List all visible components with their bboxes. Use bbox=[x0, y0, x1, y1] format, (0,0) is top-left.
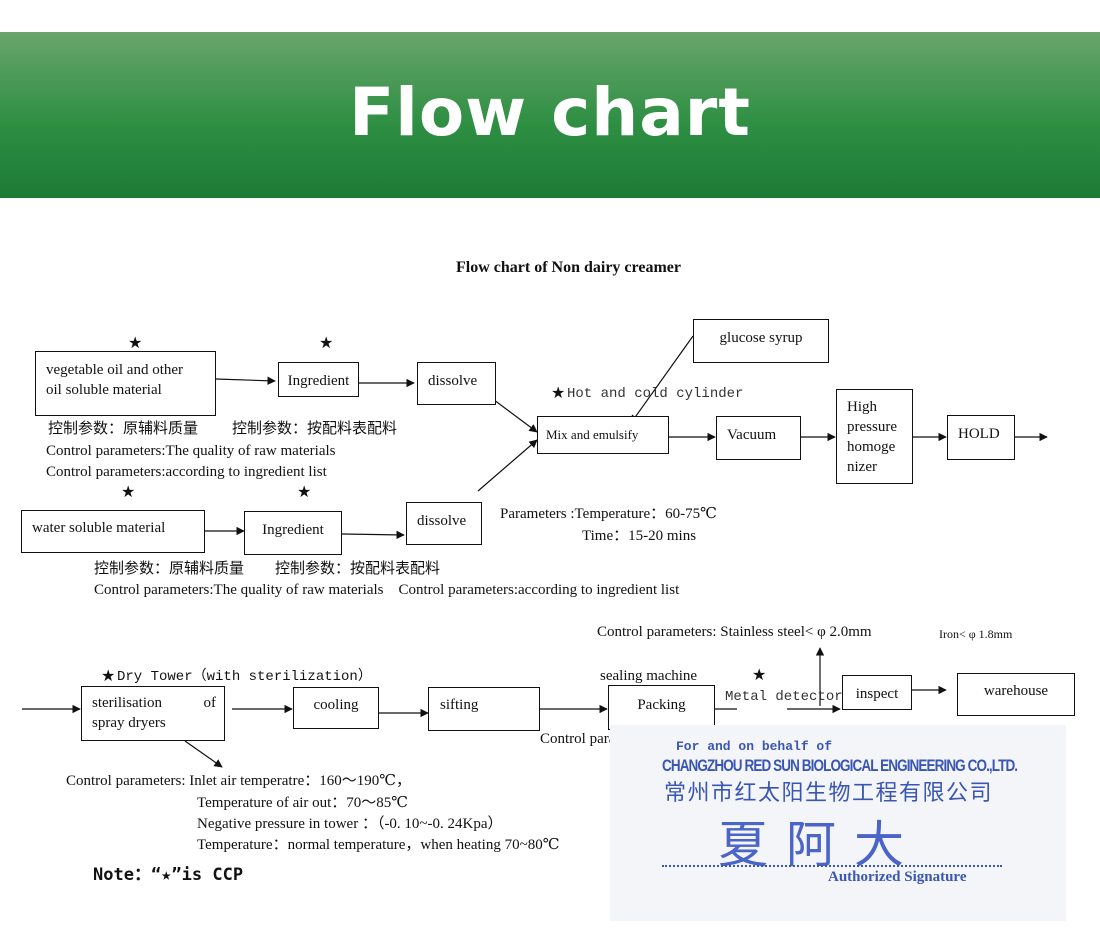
node-glucose-syrup: glucose syrup bbox=[693, 319, 829, 363]
control-params-ingredient-list: Control parameters:according to ingredie… bbox=[46, 464, 327, 480]
inlet-air-params: Control parameters: Inlet air temperatre… bbox=[66, 773, 412, 789]
dry-tower-label: Dry Tower（with sterilization） bbox=[117, 667, 372, 686]
arrow-glucose-to-mix bbox=[630, 335, 694, 424]
control-params-raw-materials: Control parameters:The quality of raw ma… bbox=[46, 443, 336, 459]
stainless-steel-params: Control parameters: Stainless steel< φ 2… bbox=[597, 624, 872, 640]
node-ingredient-1: Ingredient bbox=[278, 362, 359, 397]
ccp-star-icon: ★ bbox=[551, 383, 566, 402]
node-sterilisation: sterilisation of spray dryers bbox=[81, 686, 225, 741]
node-label: spray dryers bbox=[92, 715, 166, 731]
header-banner bbox=[0, 32, 1100, 198]
stamp-line-1: For and on behalf of bbox=[676, 739, 833, 754]
iron-params: Iron< φ 1.8mm bbox=[939, 627, 1013, 641]
company-stamp: For and on behalf of CHANGZHOU RED SUN B… bbox=[610, 725, 1066, 921]
arrow-oil-to-ingredient bbox=[215, 376, 276, 385]
control-params-cn: 控制参数：按配料表配料 bbox=[232, 421, 398, 437]
ccp-star-icon: ★ bbox=[752, 665, 767, 684]
stamp-dotted-line bbox=[662, 865, 1002, 867]
node-label: oil soluble material bbox=[46, 382, 162, 398]
node-warehouse: warehouse bbox=[957, 673, 1075, 716]
node-label: vegetable oil and other bbox=[46, 362, 184, 378]
stamp-footer: Authorized Signature bbox=[828, 869, 967, 885]
node-label: High bbox=[847, 399, 877, 415]
page-title: Flow chart bbox=[349, 74, 751, 151]
control-params-cn: 控制参数：原辅料质量 bbox=[94, 561, 245, 577]
arrow-sterilisation-to-params bbox=[184, 740, 223, 768]
hot-cold-cylinder-label: Hot and cold cylinder bbox=[567, 386, 744, 402]
ccp-star-icon: ★ bbox=[121, 482, 136, 501]
node-label: nizer bbox=[847, 459, 877, 475]
node-high-pressure-homogenizer: High pressure homoge nizer bbox=[836, 389, 913, 484]
node-label: sterilisation of bbox=[92, 695, 216, 711]
control-params-row2: Control parameters:The quality of raw ma… bbox=[94, 582, 680, 598]
node-sifting: sifting bbox=[428, 687, 540, 731]
ccp-star-icon: ★ bbox=[101, 666, 116, 685]
node-ingredient-2: Ingredient bbox=[244, 511, 342, 555]
node-dissolve-1: dissolve bbox=[417, 362, 496, 405]
control-params-cn: 控制参数：原辅料质量 bbox=[48, 421, 199, 437]
node-packing: Packing bbox=[608, 685, 715, 730]
dry-tower-text: Dry Tower（with sterilization） bbox=[117, 669, 372, 685]
node-dissolve-2: dissolve bbox=[406, 502, 482, 545]
mix-parameters-time: Time：15-20 mins bbox=[582, 528, 697, 544]
stamp-company-cn: 常州市红太阳生物工程有限公司 bbox=[664, 781, 994, 806]
ccp-star-icon: ★ bbox=[128, 333, 143, 352]
stamp-company-en: CHANGZHOU RED SUN BIOLOGICAL ENGINEERING… bbox=[662, 756, 1018, 775]
node-vacuum: Vacuum bbox=[716, 416, 801, 460]
diagram-title: Flow chart of Non dairy creamer bbox=[456, 259, 681, 276]
air-out-params: Temperature of air out：70～85℃ bbox=[197, 795, 409, 811]
arrow-ingredient2-to-dissolve2 bbox=[341, 530, 405, 540]
node-label: homoge bbox=[847, 439, 896, 455]
node-cooling: cooling bbox=[293, 687, 379, 729]
node-water-soluble: water soluble material bbox=[21, 510, 205, 553]
sealing-machine-label: sealing machine bbox=[600, 668, 698, 684]
signature: 夏阿大 bbox=[718, 816, 922, 874]
negative-pressure-params: Negative pressure in tower ：（-0. 10~-0. … bbox=[197, 816, 503, 832]
control-params-cn: 控制参数：按配料表配料 bbox=[275, 561, 441, 577]
node-inspect: inspect bbox=[842, 675, 912, 710]
ccp-star-icon: ★ bbox=[297, 482, 312, 501]
node-label: pressure bbox=[847, 419, 897, 435]
node-mix-emulsify: Mix and emulsify bbox=[537, 416, 669, 454]
metal-detector-label: Metal detector bbox=[725, 689, 843, 705]
ccp-note: Note：“★”is CCP bbox=[93, 865, 244, 885]
node-hold: HOLD bbox=[947, 415, 1015, 460]
node-vegetable-oil: vegetable oil and other oil soluble mate… bbox=[35, 351, 216, 416]
ccp-star-icon: ★ bbox=[319, 333, 334, 352]
mix-parameters-temperature: Parameters :Temperature：60-75℃ bbox=[500, 506, 717, 522]
temperature-params: Temperature：normal temperature，when heat… bbox=[197, 837, 560, 853]
arrow-dissolve2-to-mix bbox=[477, 439, 538, 492]
